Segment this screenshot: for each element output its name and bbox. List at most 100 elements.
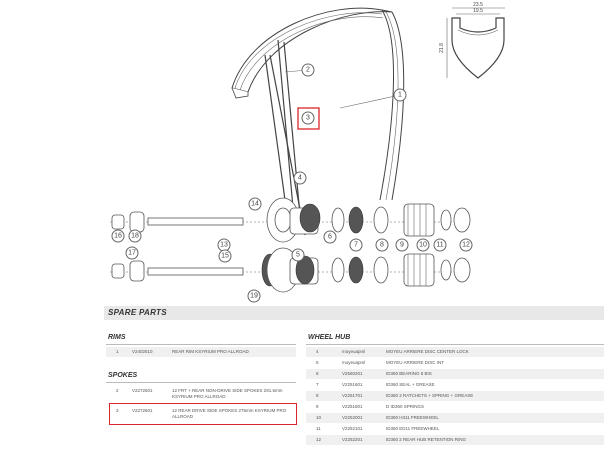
callout-10-label: 10 <box>419 242 427 249</box>
spokes-row: 3 V2272601 12 REAR DRIVE SIDE SPOKES 276… <box>106 406 296 422</box>
spokes-row: 2 V2272501 12 FRT + REAR NON-DRIVE SIDE … <box>106 386 296 402</box>
wheel-hub-row-code: V2252001 <box>342 415 363 420</box>
wheel-hub-row-num: 7 <box>316 382 319 387</box>
callouts: 1 2 3 4 5 6 7 8 9 10 11 12 13 14 15 16 <box>111 63 473 303</box>
spare-parts-title: SPARE PARTS <box>108 308 167 317</box>
callout-16 <box>111 229 125 243</box>
wheel-hub-row-code: V2252201 <box>342 437 363 442</box>
hub-row-upper <box>110 197 471 243</box>
callout-4 <box>293 171 307 185</box>
wheel-hub-row-desc: ID360 ED11 FREEWHEEL <box>386 426 440 431</box>
callout-14 <box>248 197 262 211</box>
callout-8 <box>375 238 389 252</box>
wheel-hub-row-num: 5 <box>316 360 319 365</box>
callout-18-label: 18 <box>131 233 139 240</box>
spokes-row-desc: 12 FRT + REAR NON-DRIVE SIDE SPOKES 291.… <box>172 388 283 399</box>
wheel-hub-row: 7 V2251601 ID360 SEAL + GREASE <box>306 380 604 390</box>
callout-6-label: 6 <box>328 234 332 241</box>
rims-row-code: V2402510 <box>132 349 153 354</box>
callout-5-label: 5 <box>296 252 300 259</box>
spokes-row-highlight <box>109 403 297 425</box>
wheel-hub-row-code: V2251801 <box>342 404 363 409</box>
callout-11-label: 11 <box>436 242 443 249</box>
callout-12 <box>459 238 473 252</box>
spokes-divider <box>106 382 296 383</box>
callout-9 <box>395 238 409 252</box>
callout-8-label: 8 <box>380 242 384 249</box>
callout-15-label: 15 <box>221 253 229 260</box>
wheel-hub-row: 10 V2252001 ID360 H311 FREEWHEEL <box>306 413 604 423</box>
callout-6 <box>323 230 337 244</box>
rim-width-inner: 19.5 <box>473 8 483 14</box>
spokes-row-code: V2272501 <box>132 388 153 393</box>
wheel-hub-row-num: 12 <box>316 437 322 442</box>
wheel-hub-heading: WHEEL HUB <box>308 334 351 341</box>
spokes-row-code: V2272601 <box>132 408 153 413</box>
callout-16-label: 16 <box>114 233 122 240</box>
wheel-hub-row-code: V2251601 <box>342 382 363 387</box>
rim-height: 21.8 <box>439 43 445 53</box>
callout-2 <box>301 63 315 77</box>
wheel-hub-row-code: V2251701 <box>342 393 363 398</box>
callout-11 <box>433 238 447 252</box>
spokes-heading: SPOKES <box>108 372 138 379</box>
wheel-hub-row-num: 9 <box>316 404 319 409</box>
rims-row-desc: REAR RIM KSYRIUM PRO ALLROAD <box>172 349 249 354</box>
callout-3-label: 3 <box>306 115 310 122</box>
wheel-hub-row-code: V2252101 <box>342 426 363 431</box>
callout-19 <box>247 289 261 303</box>
callout-3-highlight <box>297 107 320 130</box>
callout-3 <box>301 111 315 125</box>
wheel-hub-divider <box>306 344 604 345</box>
callout-15 <box>218 249 232 263</box>
wheel-hub-row: 6 V2560201 ID360 BEARING 6 BIS <box>306 369 604 379</box>
wheel-hub-row-desc: MOYEU ARRIERE DISC CENTER LOCK <box>386 349 469 354</box>
callout-1 <box>393 88 407 102</box>
wheel-hub-row-num: 10 <box>316 415 322 420</box>
wheel-hub-row-desc: ID360 SEAL + GREASE <box>386 382 435 387</box>
rim-drawing <box>231 7 405 201</box>
wheel-hub-row: 4 moyeuapml MOYEU ARRIERE DISC CENTER LOCK <box>306 347 604 357</box>
rim-profile: 23.5 19.5 21.8 <box>439 2 505 79</box>
wheel-hub-row-desc: ID360 2 REAR HUB RETENTION RING <box>386 437 467 442</box>
callout-14-label: 14 <box>251 201 259 208</box>
wheel-hub-row-num: 6 <box>316 371 319 376</box>
wheel-hub-row-desc: ID360 2 RATCHETS + SPRING + GREASE <box>386 393 474 398</box>
callout-1-label: 1 <box>398 92 402 99</box>
wheel-hub-row: 12 V2252201 ID360 2 REAR HUB RETENTION RIN… <box>306 435 604 445</box>
wheel-hub-row-num: 8 <box>316 393 319 398</box>
wheel-hub-row-desc: ID360 BEARING 6 BIS <box>386 371 432 376</box>
callout-10 <box>416 238 430 252</box>
callout-4-label: 4 <box>298 175 302 182</box>
rims-divider <box>106 344 296 345</box>
wheel-hub-row-code: V2560201 <box>342 371 363 376</box>
callout-19-label: 19 <box>250 293 258 300</box>
wheel-hub-row: 11 V2252101 ID360 ED11 FREEWHEEL <box>306 424 604 434</box>
callout-7 <box>349 238 363 252</box>
callout-9-label: 9 <box>400 242 404 249</box>
wheel-hub-row-num: 4 <box>316 349 319 354</box>
callout-2-label: 2 <box>306 67 310 74</box>
callout-17-label: 17 <box>128 250 136 257</box>
wheel-hub-row-code: moyeuapml <box>342 360 366 365</box>
callout-13-label: 13 <box>220 242 228 249</box>
wheel-hub-row-code: moyeuapml <box>342 349 366 354</box>
wheel-hub-row: 8 V2251701 ID360 2 RATCHETS + SPRING + GRE… <box>306 391 604 401</box>
spokes-row-num: 2 <box>116 388 119 393</box>
spokes-drawing <box>264 39 306 236</box>
spokes-row-desc: 12 REAR DRIVE SIDE SPOKES 276mm KSYRIUM … <box>172 408 287 419</box>
spokes-row-num: 3 <box>116 408 119 413</box>
rims-row-num: 1 <box>116 349 119 354</box>
hub-row-lower <box>110 247 471 293</box>
rims-row: 1 V2402510 REAR RIM KSYRIUM PRO ALLROAD <box>106 347 296 357</box>
callout-5 <box>291 248 305 262</box>
wheel-hub-row-num: 11 <box>316 426 321 431</box>
callout-7-label: 7 <box>354 242 358 249</box>
wheel-hub-row-desc: ID360 H311 FREEWHEEL <box>386 415 439 420</box>
rim-width-outer: 23.5 <box>473 2 483 8</box>
rims-heading: RIMS <box>108 334 126 341</box>
callout-12-label: 12 <box>462 242 470 249</box>
